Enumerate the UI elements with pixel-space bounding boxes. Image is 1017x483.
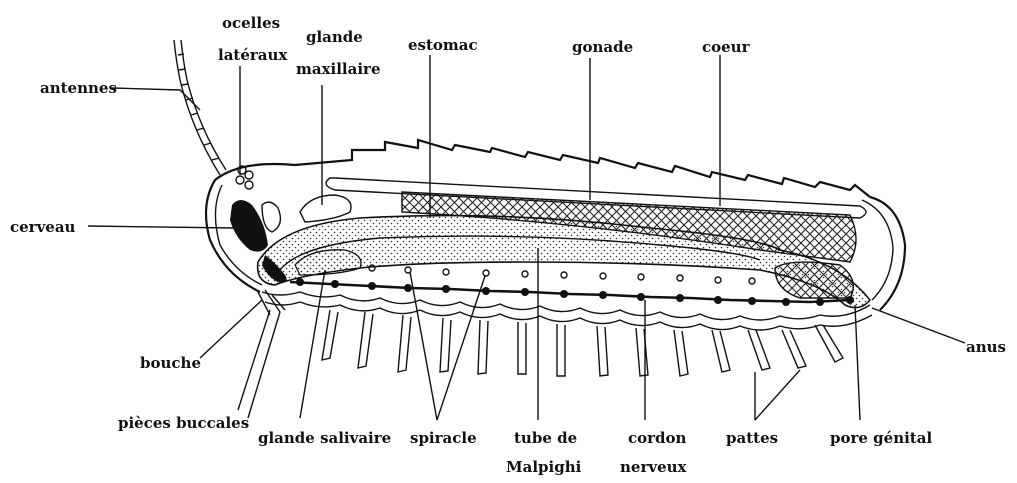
label-cerveau: cerveau xyxy=(10,218,76,236)
label-spiracle: spiracle xyxy=(410,429,477,447)
label-pattes: pattes xyxy=(726,429,778,447)
label-tube-line2: Malpighi xyxy=(506,458,582,476)
label-anus: anus xyxy=(966,338,1006,356)
label-tube-line1: tube de xyxy=(514,429,577,447)
label-gonade: gonade xyxy=(572,38,633,56)
label-bouche: bouche xyxy=(140,354,201,372)
label-coeur: coeur xyxy=(702,38,751,56)
label-glande-maxillaire-line1: glande xyxy=(306,28,363,46)
label-glande-maxillaire-line2: maxillaire xyxy=(296,60,381,78)
label-glande-salivaire: glande salivaire xyxy=(258,429,391,447)
ocelli xyxy=(236,166,253,189)
label-cordon-line1: cordon xyxy=(628,429,687,447)
spiracles xyxy=(369,265,755,284)
label-cordon-line2: nerveux xyxy=(620,458,688,476)
label-ocelles-line2: latéraux xyxy=(218,46,288,64)
label-pieces-buccales: pièces buccales xyxy=(118,414,249,432)
label-ocelles-line1: ocelles xyxy=(222,14,280,32)
nerve-cord xyxy=(290,278,854,306)
ventral-wall xyxy=(262,292,872,330)
label-pore-genital: pore génital xyxy=(830,429,932,447)
dorsal-segments xyxy=(295,140,870,197)
label-estomac: estomac xyxy=(408,36,478,54)
label-antennes: antennes xyxy=(40,79,117,97)
